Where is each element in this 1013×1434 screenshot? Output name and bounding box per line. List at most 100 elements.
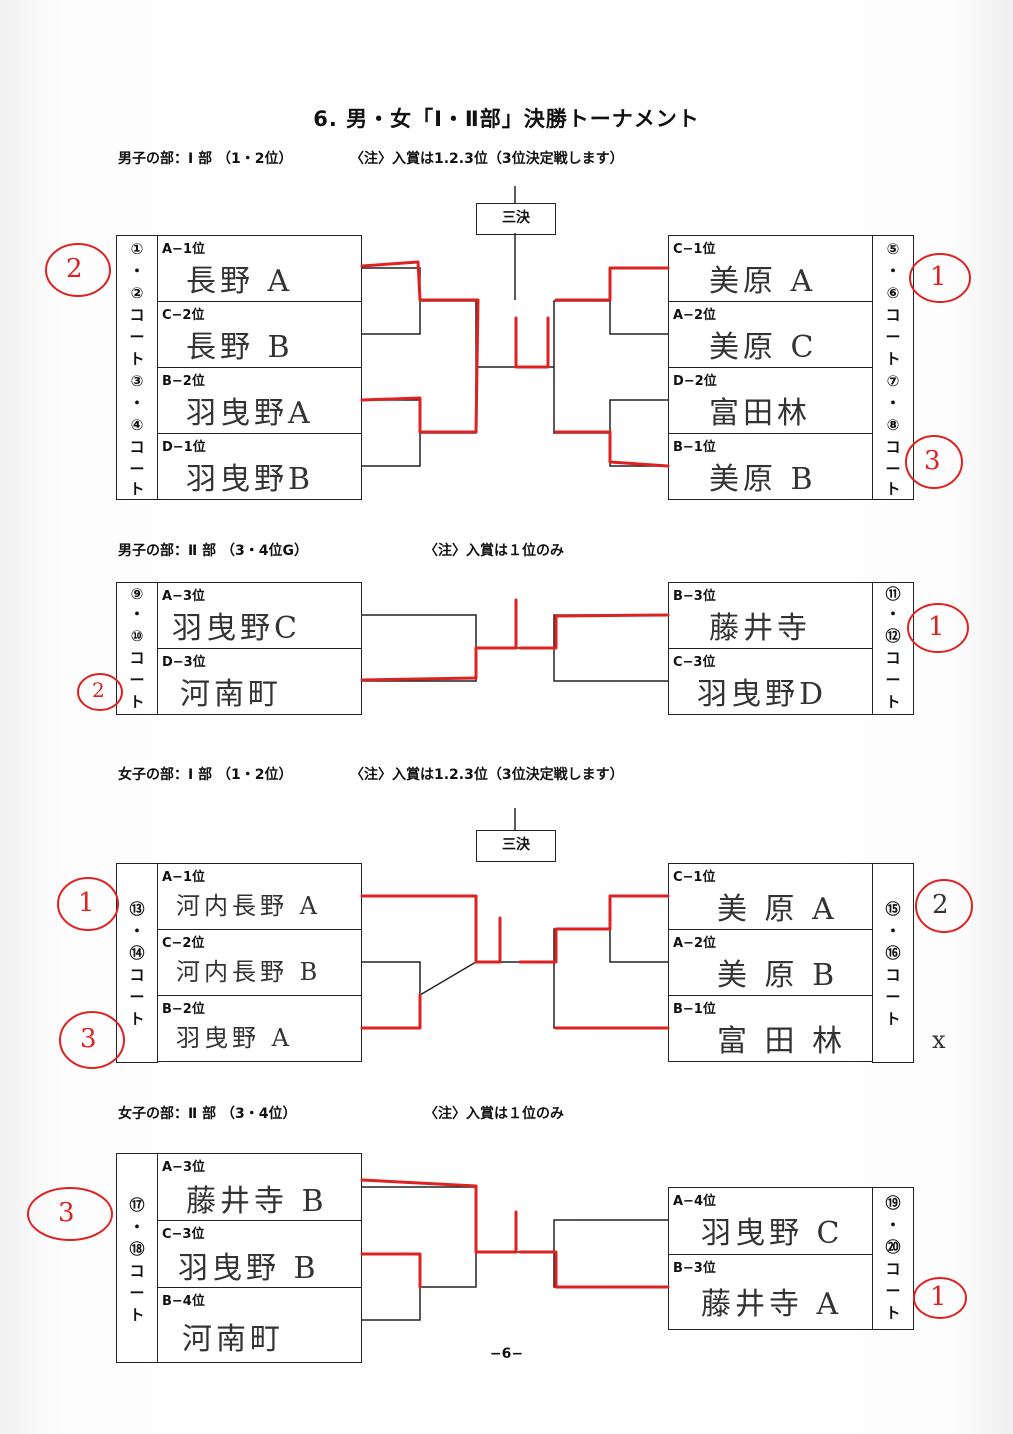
boys1-left-court-column: ① ・ ② コ ー ト ③ ・ ④ コ ー ト: [116, 235, 158, 500]
court-label: コ: [885, 966, 901, 984]
entry-label: B−3位: [673, 589, 716, 604]
court-label: ー: [129, 1284, 145, 1302]
court-label: コ: [885, 306, 901, 324]
entry-name: 美 原 A: [717, 892, 838, 927]
court-label: ⑧: [886, 416, 900, 434]
court-label: ト: [129, 350, 145, 368]
court-label: コ: [129, 306, 145, 324]
entry-name: 河南町: [180, 677, 282, 712]
entry-name: 河南町: [182, 1322, 284, 1357]
court-label: ー: [885, 460, 901, 478]
boys2-right-entry-2: C−3位 羽曳野D: [668, 648, 873, 715]
court-label: ⑥: [886, 284, 900, 302]
boys2-right-court-column: ⑪ ・ ⑫ コ ー ト: [872, 582, 914, 715]
entry-label: D−3位: [162, 655, 206, 670]
red-winner-lines: [360, 260, 670, 1289]
entry-name: 羽曳野A: [186, 396, 314, 431]
girls1-heading: 女子の部：Ⅰ 部 （1・2位）: [118, 767, 293, 783]
girls1-left-rank-top: 1: [78, 888, 95, 918]
entry-name: 羽曳野 A: [176, 1024, 293, 1052]
court-label: コ: [885, 1260, 901, 1278]
girls1-third-place-box: 三決: [476, 830, 556, 862]
court-label: ①: [130, 240, 144, 258]
entry-label: C−1位: [673, 242, 716, 257]
court-label: ・: [885, 922, 901, 940]
boys1-left-entry-3: B−2位 羽曳野A: [157, 367, 362, 434]
court-label: ト: [885, 693, 901, 711]
entry-label: A−1位: [162, 870, 205, 885]
entry-name: 羽曳野D: [697, 677, 828, 712]
girls1-left-rank-bottom: 3: [80, 1024, 97, 1054]
entry-label: B−4位: [162, 1294, 205, 1309]
entry-label: B−3位: [673, 1261, 716, 1276]
girls1-right-rank: 2: [932, 890, 949, 920]
entry-name: 富田林: [709, 396, 811, 431]
girls1-left-entry-2: C−2位 河内長野 B: [157, 929, 362, 996]
girls2-left-entry-3: B−4位 河南町: [157, 1287, 362, 1363]
court-label: ⑬: [129, 900, 145, 918]
boys2-right-rank: 1: [928, 612, 945, 642]
court-label: コ: [129, 438, 145, 456]
entry-name: 藤井寺 B: [186, 1184, 328, 1219]
entry-label: C−3位: [673, 655, 716, 670]
court-label: ー: [129, 460, 145, 478]
girls2-left-entry-1: A−3位 藤井寺 B: [157, 1153, 362, 1221]
girls2-right-court-column: ⑲ ・ ⑳ コ ー ト: [872, 1187, 914, 1330]
girls2-heading: 女子の部：Ⅱ 部 （3・4位）: [118, 1106, 297, 1122]
court-label: ー: [885, 671, 901, 689]
court-label: ト: [885, 1304, 901, 1322]
court-label: コ: [129, 1262, 145, 1280]
boys1-right-rank-top: 1: [930, 262, 947, 292]
entry-name: 羽曳野B: [186, 462, 315, 497]
court-label: ⑭: [129, 944, 145, 962]
entry-name: 羽曳野 C: [701, 1216, 844, 1251]
red-rank-circles: [27, 243, 973, 1319]
court-label: ・: [885, 394, 901, 412]
court-label: ・: [885, 262, 901, 280]
court-label: コ: [885, 649, 901, 667]
entry-name: 美 原 B: [717, 958, 839, 993]
court-label: ⑤: [886, 240, 900, 258]
court-label: ト: [129, 1306, 145, 1324]
entry-name: 美原 A: [709, 264, 817, 299]
boys1-heading: 男子の部：Ⅰ 部 （1・2位）: [118, 151, 293, 167]
court-label: ー: [129, 328, 145, 346]
entry-label: D−1位: [162, 440, 206, 455]
boys2-note: 〈注〉入賞は１位のみ: [424, 543, 564, 559]
entry-label: A−3位: [162, 589, 205, 604]
court-label: ⑯: [885, 944, 901, 962]
court-label: ー: [885, 328, 901, 346]
boys1-right-rank-bottom: 3: [924, 446, 941, 476]
entry-label: A−4位: [673, 1194, 716, 1209]
boys1-left-rank: 2: [66, 254, 83, 284]
entry-label: B−1位: [673, 1002, 716, 1017]
boys1-right-entry-3: D−2位 富田林: [668, 367, 873, 434]
court-label: ⑩: [130, 627, 144, 645]
entry-label: C−2位: [162, 308, 205, 323]
page-title: 6. 男・女「Ⅰ・Ⅱ部」決勝トーナメント: [313, 107, 700, 131]
girls1-right-entry-1: C−1位 美 原 A: [668, 863, 873, 930]
entry-label: B−2位: [162, 374, 205, 389]
boys2-left-court-column: ⑨ ・ ⑩ コ ー ト: [116, 582, 158, 715]
girls1-right-entry-2: A−2位 美 原 B: [668, 929, 873, 996]
boys1-right-entry-1: C−1位 美原 A: [668, 235, 873, 302]
court-label: ⑪: [885, 585, 901, 603]
court-label: ②: [130, 284, 144, 302]
court-label: ・: [885, 1216, 901, 1234]
entry-label: C−2位: [162, 936, 205, 951]
girls2-note: 〈注〉入賞は１位のみ: [424, 1106, 564, 1122]
entry-label: A−2位: [673, 936, 716, 951]
entry-name: 藤井寺: [709, 611, 811, 646]
court-label: ⑳: [885, 1238, 901, 1256]
boys2-left-entry-1: A−3位 羽曳野C: [157, 582, 362, 649]
girls1-left-entry-3: B−2位 羽曳野 A: [157, 995, 362, 1062]
entry-name: 羽曳野 B: [178, 1251, 320, 1286]
entry-name: 羽曳野C: [172, 611, 301, 646]
court-label: ③: [130, 372, 144, 390]
girls2-left-rank: 3: [58, 1198, 75, 1228]
court-label: コ: [129, 966, 145, 984]
girls2-right-entry-2: B−3位 藤井寺 A: [668, 1254, 873, 1330]
court-label: ー: [129, 671, 145, 689]
